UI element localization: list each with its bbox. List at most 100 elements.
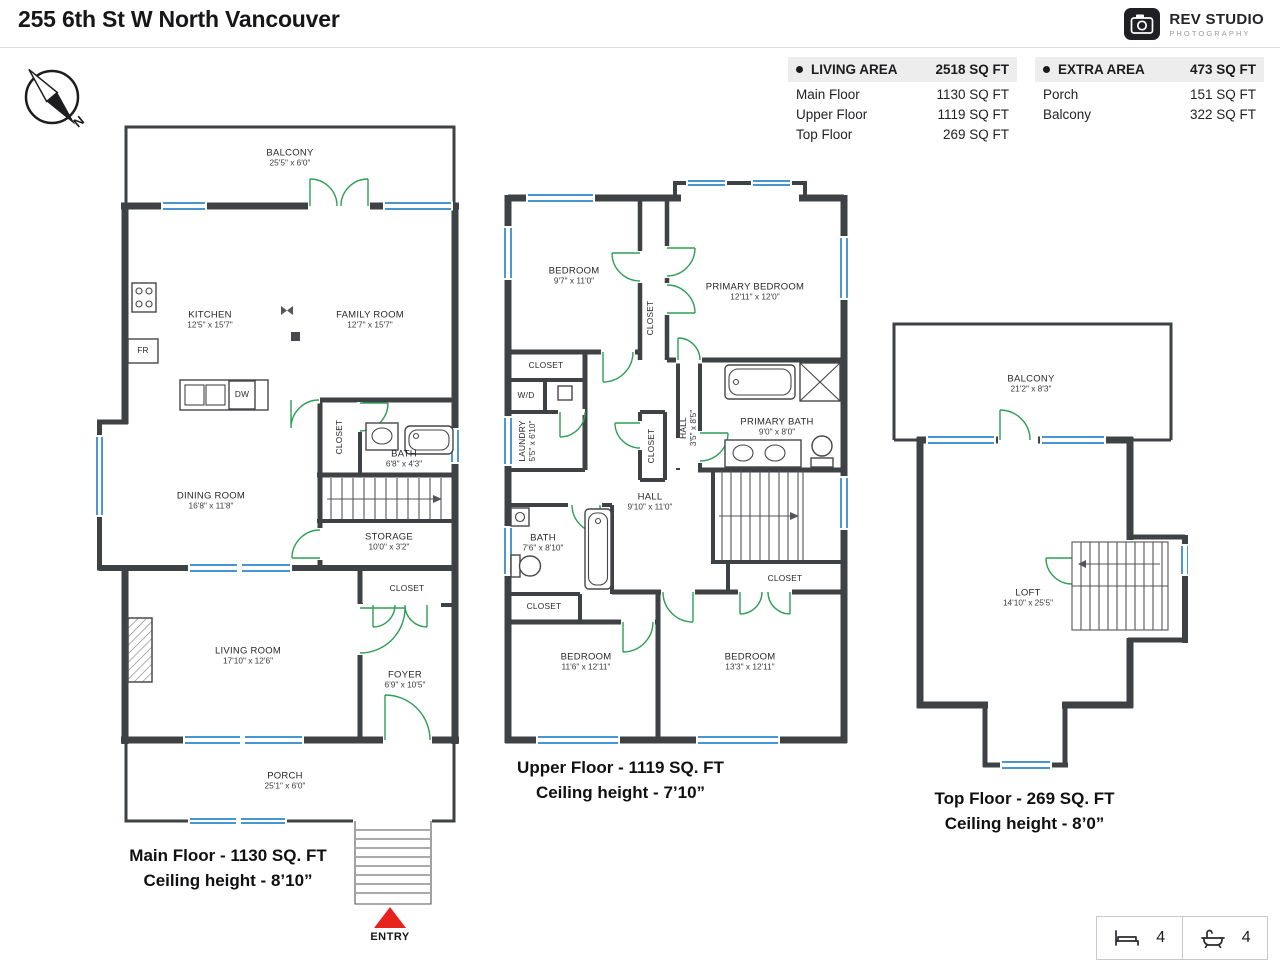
sink-icon xyxy=(184,384,205,406)
entry-stairs xyxy=(354,821,432,905)
stat-row: Top Floor 269 SQ FT xyxy=(796,127,1009,142)
walls xyxy=(504,181,848,744)
vanity-icon xyxy=(365,422,399,451)
room-label-closet-c: CLOSET xyxy=(646,428,657,464)
baths-count: 4 xyxy=(1241,929,1251,946)
entry-arrow-icon xyxy=(374,907,406,928)
room-label-dishwasher: DW xyxy=(234,389,250,400)
beds-cell: 4 xyxy=(1097,917,1182,959)
extra-area-column: EXTRA AREA 473 SQ FT Porch 151 SQ FT Bal… xyxy=(1035,57,1264,142)
fixtures xyxy=(127,282,454,683)
room-label-washer-dryer: W/D xyxy=(517,390,535,401)
sink-icon xyxy=(510,507,530,527)
fridge-icon xyxy=(127,338,159,364)
room-label-closet-foyer: CLOSET xyxy=(389,583,425,594)
windows xyxy=(96,202,459,824)
compass: N xyxy=(24,68,87,131)
living-area-column: LIVING AREA 2518 SQ FT Main Floor 1130 S… xyxy=(788,57,1017,142)
room-label-closet-e: CLOSET xyxy=(767,573,803,584)
vanity-icon xyxy=(724,439,802,468)
bullet-icon xyxy=(1043,66,1050,73)
baths-cell: 4 xyxy=(1181,917,1268,959)
beds-count: 4 xyxy=(1156,929,1166,946)
upper-floor-plan xyxy=(503,180,848,745)
entry-label: ENTRY xyxy=(370,931,410,943)
top-floor-plan xyxy=(892,322,1188,769)
fireplace-icon xyxy=(127,617,153,683)
light-icon xyxy=(281,306,287,315)
linen-shelf-icon xyxy=(557,385,573,401)
openings xyxy=(96,201,460,824)
stairs-to-upper xyxy=(1071,541,1169,631)
fixtures xyxy=(510,362,841,590)
living-area-label: LIVING AREA xyxy=(811,62,898,77)
extra-area-total: 473 SQ FT xyxy=(1189,62,1256,77)
dishwasher-icon xyxy=(228,380,256,410)
camera-icon xyxy=(1124,8,1161,40)
room-label-closet-a: CLOSET xyxy=(645,300,656,336)
stairs-to-top xyxy=(719,471,804,560)
area-stats: LIVING AREA 2518 SQ FT Main Floor 1130 S… xyxy=(788,57,1264,142)
room-label-fridge: FR xyxy=(137,345,149,356)
room-label-closet-b: CLOSET xyxy=(528,360,564,371)
bathtub-icon xyxy=(404,425,454,455)
living-area-total: 2518 SQ FT xyxy=(935,62,1009,77)
extra-area-header: EXTRA AREA 473 SQ FT xyxy=(1035,57,1264,82)
stat-row: Porch 151 SQ FT xyxy=(1043,87,1256,102)
stat-row: Main Floor 1130 SQ FT xyxy=(796,87,1009,102)
beds-baths-legend: 4 4 xyxy=(1096,916,1268,960)
windows xyxy=(504,180,848,744)
bathtub-icon xyxy=(584,508,612,590)
doors xyxy=(290,178,431,741)
doors xyxy=(999,409,1073,585)
bullet-icon xyxy=(796,66,803,73)
stove-icon xyxy=(131,282,157,313)
extra-area-label: EXTRA AREA xyxy=(1058,62,1145,77)
logo-name: REV STUDIO xyxy=(1169,10,1264,28)
toilet-icon xyxy=(510,554,521,578)
toilet-icon xyxy=(811,435,833,457)
logo: REV STUDIO PHOTOGRAPHY xyxy=(1123,7,1264,41)
bathtub-icon xyxy=(724,364,796,400)
walls xyxy=(97,125,459,823)
main-floor-plan xyxy=(96,125,460,905)
openings xyxy=(926,435,1188,769)
room-label-closet-d: CLOSET xyxy=(526,601,562,612)
room-label-closet-bath: CLOSET xyxy=(334,419,345,455)
fireplace-marker-icon xyxy=(291,332,300,341)
doors xyxy=(559,247,791,653)
living-area-header: LIVING AREA 2518 SQ FT xyxy=(788,57,1017,82)
page-title: 255 6th St W North Vancouver xyxy=(18,6,340,32)
openings xyxy=(503,180,848,745)
stairs-to-upper xyxy=(327,478,442,519)
compass-n-label: N xyxy=(70,113,87,131)
bed-icon xyxy=(1115,930,1140,946)
windows xyxy=(928,436,1188,769)
header-divider xyxy=(0,47,1280,48)
stat-row: Upper Floor 1119 SQ FT xyxy=(796,107,1009,122)
logo-sub: PHOTOGRAPHY xyxy=(1169,28,1251,38)
bath-icon xyxy=(1200,929,1225,948)
stat-row: Balcony 322 SQ FT xyxy=(1043,107,1256,122)
